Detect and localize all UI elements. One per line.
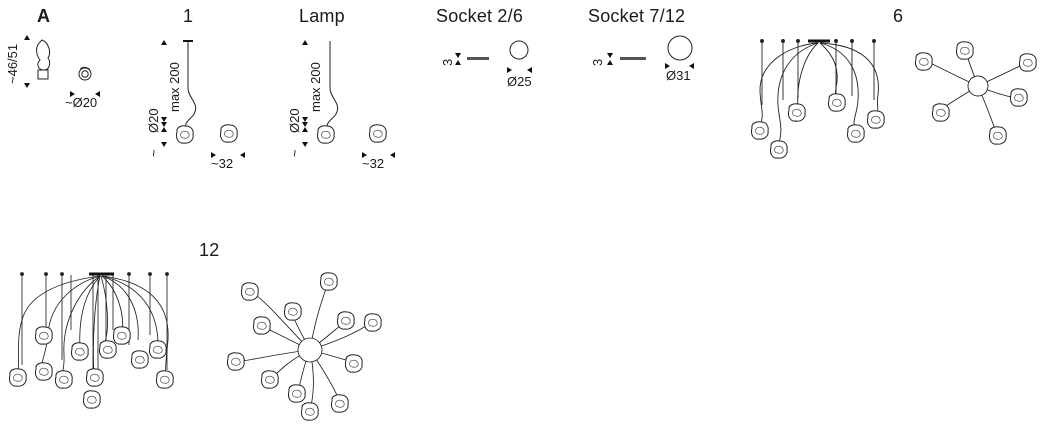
drawing-6-side <box>759 39 879 146</box>
dim-socket-2-6-diameter: Ø25 <box>507 74 532 89</box>
title-socket-7-12: Socket 7/12 <box>588 6 686 26</box>
drawing-lamp <box>302 40 395 158</box>
dim-a-width: ~Ø20 <box>65 95 98 110</box>
title-1: 1 <box>183 6 194 26</box>
drawing-socket-2-6 <box>455 40 532 73</box>
drawing-a <box>24 35 100 97</box>
title-socket-2-6: Socket 2/6 <box>436 6 524 26</box>
title-lamp: Lamp <box>299 6 345 26</box>
title-6: 6 <box>893 6 904 26</box>
title-12: 12 <box>199 240 220 260</box>
drawing-1 <box>161 40 245 158</box>
title-a: A <box>37 6 51 26</box>
drawing-socket-7-12 <box>607 35 694 69</box>
dim-lamp-width: ~32 <box>362 156 385 171</box>
dim-socket-7-12-diameter: Ø31 <box>666 68 691 83</box>
dim-1-width: ~32 <box>211 156 234 171</box>
